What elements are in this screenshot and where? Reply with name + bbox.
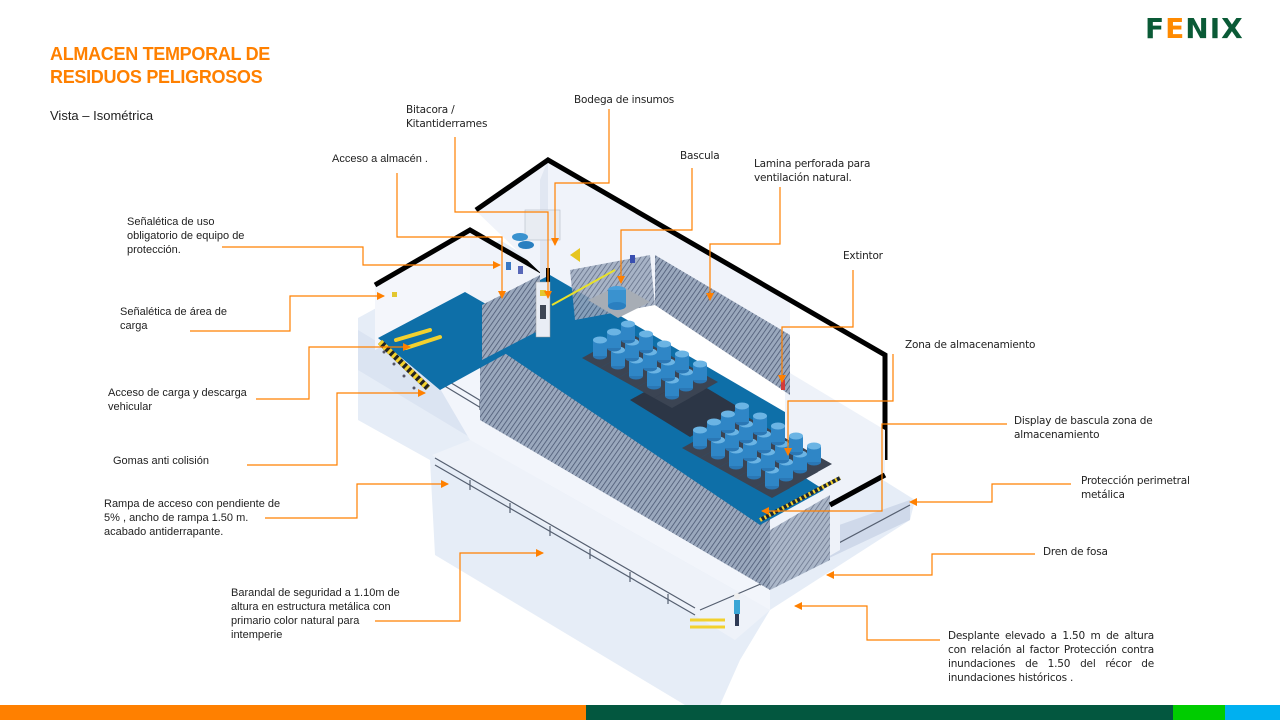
leader-lines <box>190 109 1071 641</box>
drum <box>661 358 675 382</box>
label-gomas: Gomas anti colisión <box>113 455 209 467</box>
worker-with-pallet-jack <box>690 593 740 629</box>
leader-barandal <box>375 549 544 622</box>
drum <box>675 350 689 374</box>
footer-segment-orange <box>0 705 586 720</box>
drum-storage-zone <box>582 320 832 498</box>
label-extintor: Extintor <box>843 250 883 262</box>
leader-desplante <box>794 602 940 641</box>
leader-senaletica-carga <box>190 292 385 332</box>
drum <box>621 320 635 344</box>
leader-bitacora <box>454 137 552 299</box>
drum <box>607 328 621 352</box>
leader-gomas <box>247 389 426 466</box>
drum <box>665 376 679 400</box>
footer-segment-lime <box>1173 705 1225 720</box>
footer-segment-blue <box>1225 705 1280 720</box>
leader-acceso-almacen <box>396 173 506 299</box>
drum <box>657 340 671 364</box>
label-bascula: Bascula <box>680 150 720 162</box>
drum <box>593 336 607 360</box>
leader-lamina <box>706 187 781 301</box>
title-line-2: RESIDUOS PELIGROSOS <box>50 67 263 87</box>
label-desplante: Desplante elevado a 1.50 m de altura con… <box>948 630 1154 684</box>
subtitle: Vista – Isométrica <box>50 108 154 123</box>
drum <box>753 412 767 436</box>
leader-rampa <box>265 480 449 519</box>
page-title: ALMACEN TEMPORAL DE RESIDUOS PELIGROSOS <box>50 43 270 89</box>
drum <box>611 346 625 370</box>
label-bodega-insumos: Bodega de insumos <box>574 94 675 106</box>
drum <box>789 432 803 456</box>
drum <box>639 330 653 354</box>
label-zona-almacenamiento: Zona de almacenamiento <box>905 339 1036 351</box>
drum <box>721 410 735 434</box>
drum <box>771 422 785 446</box>
drum <box>735 402 749 426</box>
drum <box>807 442 821 466</box>
footer-segment-green <box>586 705 1173 720</box>
leader-dren <box>826 553 1035 579</box>
label-acceso-almacen: Acceso a almacén . <box>332 153 428 165</box>
drum <box>793 450 807 474</box>
label-dren-fosa: Dren de fosa <box>1043 546 1108 558</box>
drum <box>693 426 707 450</box>
fenix-logo: FENIX <box>1145 12 1244 45</box>
leader-acceso-carga <box>256 343 411 400</box>
leader-proteccion <box>909 483 1071 506</box>
leader-bodega <box>551 109 610 246</box>
leader-display <box>761 423 1007 515</box>
title-line-1: ALMACEN TEMPORAL DE <box>50 44 270 64</box>
drum <box>743 438 757 462</box>
drum <box>761 448 775 472</box>
perforated-sheet-wall-front <box>480 320 770 590</box>
leader-zona-almacenamiento <box>784 354 894 456</box>
leader-extintor <box>778 270 854 383</box>
leader-bascula <box>617 168 693 284</box>
label-bitacora: Bitacora /Kitantiderrames <box>406 104 488 130</box>
footer-color-bar <box>0 705 1280 720</box>
leader-senaletica-uso <box>222 246 501 269</box>
drum <box>693 360 707 384</box>
drum <box>707 418 721 442</box>
